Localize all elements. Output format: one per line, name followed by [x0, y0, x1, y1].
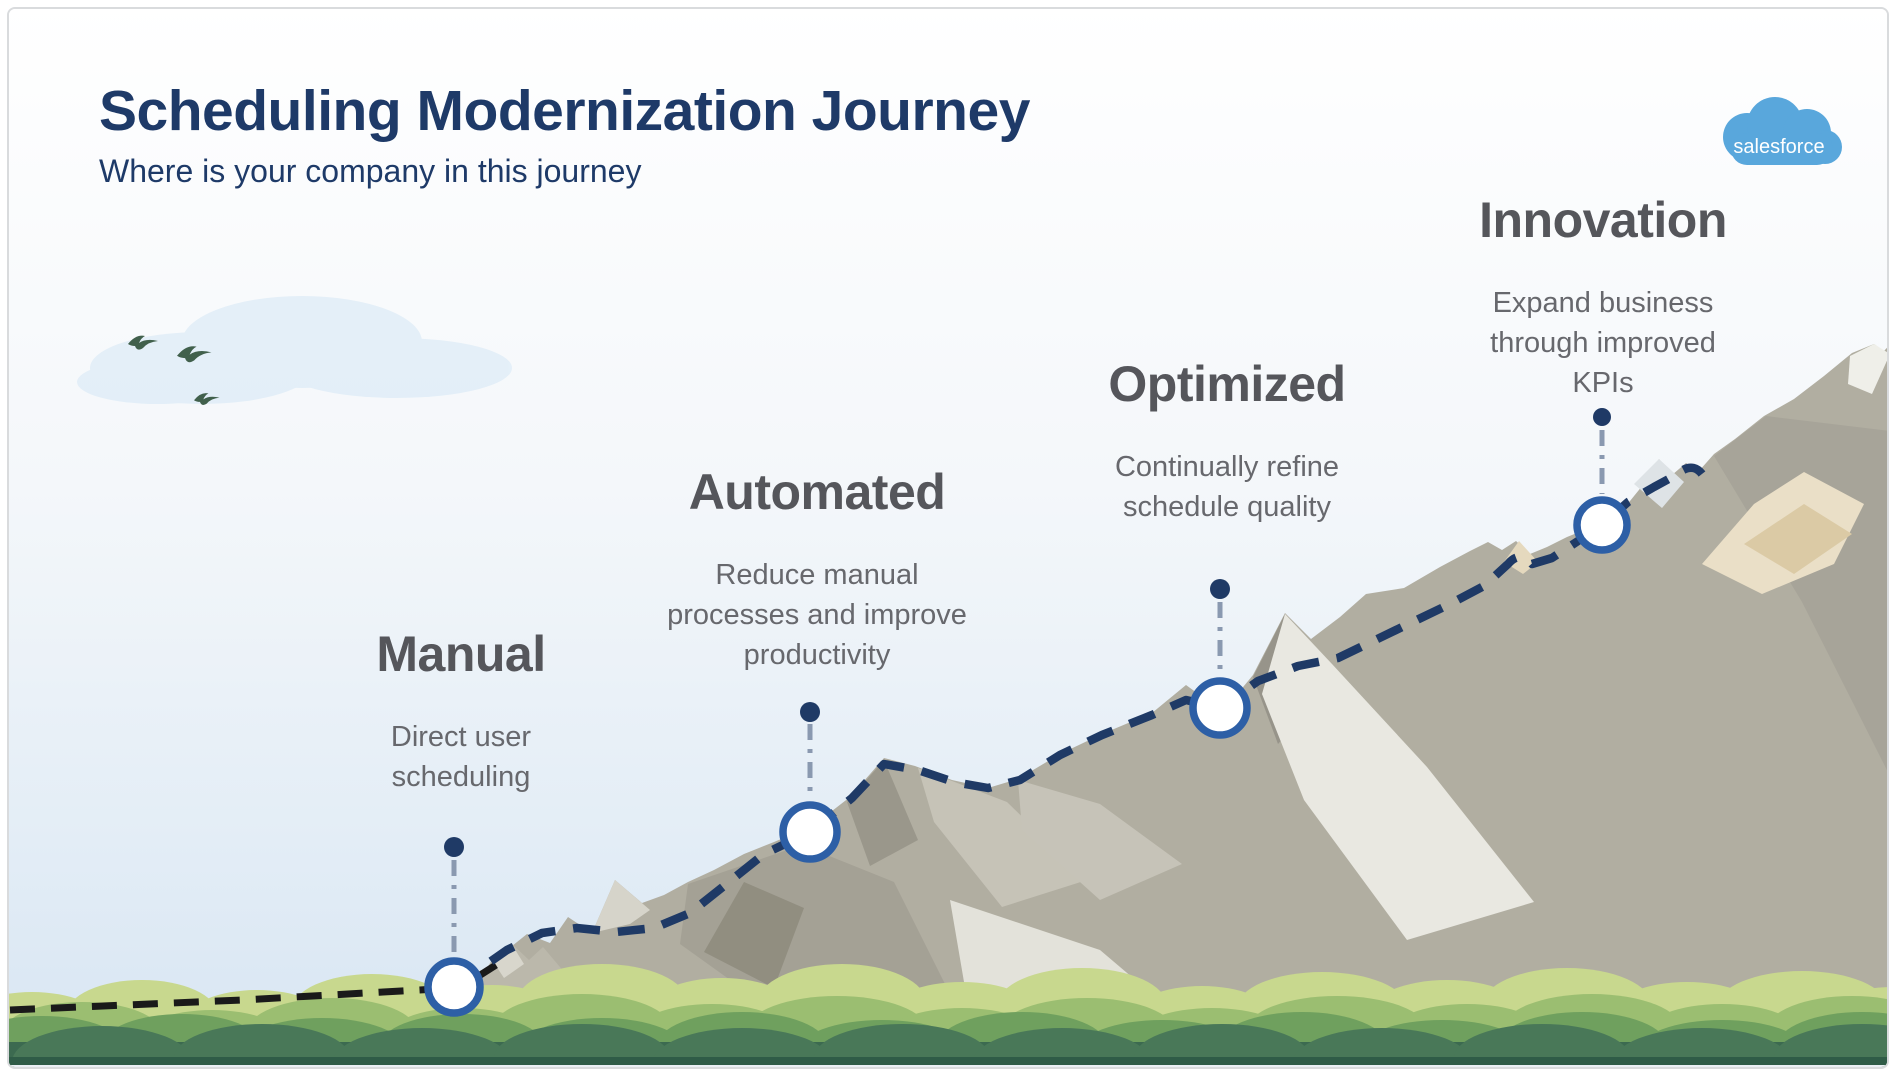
stage-connector-lines — [451, 430, 1605, 954]
manual-dot — [444, 837, 464, 857]
stage-innovation-description: Expand business through improved KPIs — [1490, 287, 1716, 399]
stage-optimized-name: Optimized — [1108, 356, 1346, 412]
manual-marker — [424, 957, 484, 1017]
salesforce-logo-icon: salesforce — [1709, 89, 1851, 183]
page-subtitle: Where is your company in this journey — [99, 152, 642, 189]
stage-manual: Manual Direct user scheduling — [251, 625, 671, 797]
stage-automated-description: Reduce manual processes and improve prod… — [667, 559, 967, 671]
stage-innovation-name: Innovation — [1479, 192, 1727, 248]
birds-icon — [128, 335, 220, 405]
stage-automated-name: Automated — [688, 464, 946, 520]
stage-optimized-description: Continually refine schedule quality — [1114, 451, 1340, 523]
innovation-marker — [1573, 496, 1631, 554]
mountain-journey-illustration — [9, 9, 1887, 1067]
bushes — [9, 964, 1887, 1067]
stage-automated: Automated Reduce manual processes and im… — [607, 463, 1027, 675]
stage-innovation: Innovation Expand business through impro… — [1393, 191, 1813, 403]
innovation-dot — [1593, 408, 1611, 426]
journey-path — [451, 463, 1706, 991]
stage-manual-name: Manual — [376, 626, 546, 682]
optimized-marker — [1189, 677, 1251, 739]
stage-markers — [424, 496, 1631, 1017]
automated-marker — [779, 801, 841, 863]
slide-header: Scheduling Modernization Journey Where i… — [99, 79, 1030, 190]
scheduling-journey-slide: Scheduling Modernization Journey Where i… — [7, 7, 1889, 1069]
cloud — [77, 296, 512, 404]
stage-optimized: Optimized Continually refine schedule qu… — [1017, 355, 1437, 527]
page-title: Scheduling Modernization Journey — [99, 79, 1030, 143]
stage-manual-description: Direct user scheduling — [390, 721, 532, 793]
salesforce-logo-text: salesforce — [1733, 136, 1824, 158]
automated-dot — [800, 702, 820, 722]
stage-top-dots — [444, 408, 1611, 857]
journey-path-ground-segment — [9, 984, 455, 1014]
optimized-dot — [1210, 579, 1230, 599]
